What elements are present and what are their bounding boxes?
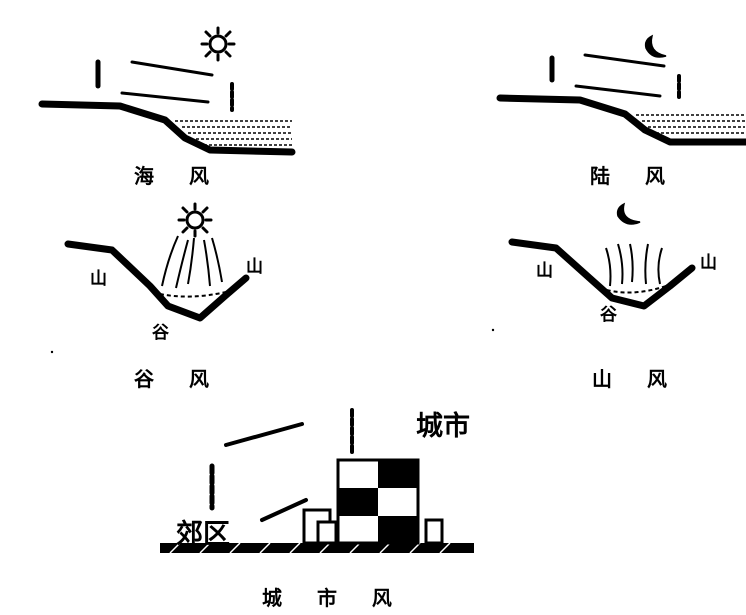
- caption-land-breeze: 陆 风: [590, 164, 679, 188]
- caption-valley-breeze: 谷 风: [134, 367, 223, 391]
- ground: [160, 543, 474, 553]
- convection-arrows: [159, 235, 227, 298]
- caption-mountain-breeze: 山 风: [592, 367, 681, 391]
- air-flow-lines: [209, 408, 354, 522]
- label-suburb: 郊区: [176, 519, 230, 550]
- mountain-breeze-diagram: [508, 202, 696, 310]
- sun-icon: [200, 26, 236, 62]
- valley-terrain: [64, 240, 250, 322]
- label-city: 城市: [416, 411, 470, 442]
- moon-icon: [644, 34, 667, 58]
- caption-urban-breeze: 城 市 风: [262, 586, 406, 610]
- valley-terrain: [508, 238, 696, 310]
- caption-sea-breeze: 海 风: [134, 164, 223, 188]
- shore-line: [496, 94, 746, 146]
- air-flow-lines: [549, 53, 681, 102]
- city-tower: [336, 458, 420, 545]
- moon-icon: [616, 202, 641, 225]
- city-building-small: [424, 518, 444, 545]
- shore-line: [38, 100, 296, 156]
- sea-breeze-diagram: [38, 26, 296, 156]
- scan-dot: [50, 350, 54, 354]
- ground-hatching: [169, 542, 451, 554]
- scan-dot: [491, 328, 495, 332]
- label-valley: 谷: [152, 323, 169, 343]
- valley-breeze-diagram: [64, 202, 250, 322]
- label-mountain-left: 山: [536, 261, 553, 281]
- land-breeze-diagram: [496, 34, 746, 146]
- suburb-building: [316, 520, 338, 545]
- sea-water: [175, 120, 292, 146]
- label-mountain-right: 山: [700, 253, 717, 273]
- label-mountain-right: 山: [246, 257, 263, 277]
- sea-water: [636, 114, 745, 134]
- label-mountain-left: 山: [90, 269, 107, 289]
- label-valley: 谷: [600, 305, 617, 325]
- convection-arrows: [599, 243, 667, 294]
- air-flow-lines: [95, 59, 234, 112]
- sun-icon: [177, 202, 213, 238]
- urban-breeze-diagram: [160, 408, 474, 554]
